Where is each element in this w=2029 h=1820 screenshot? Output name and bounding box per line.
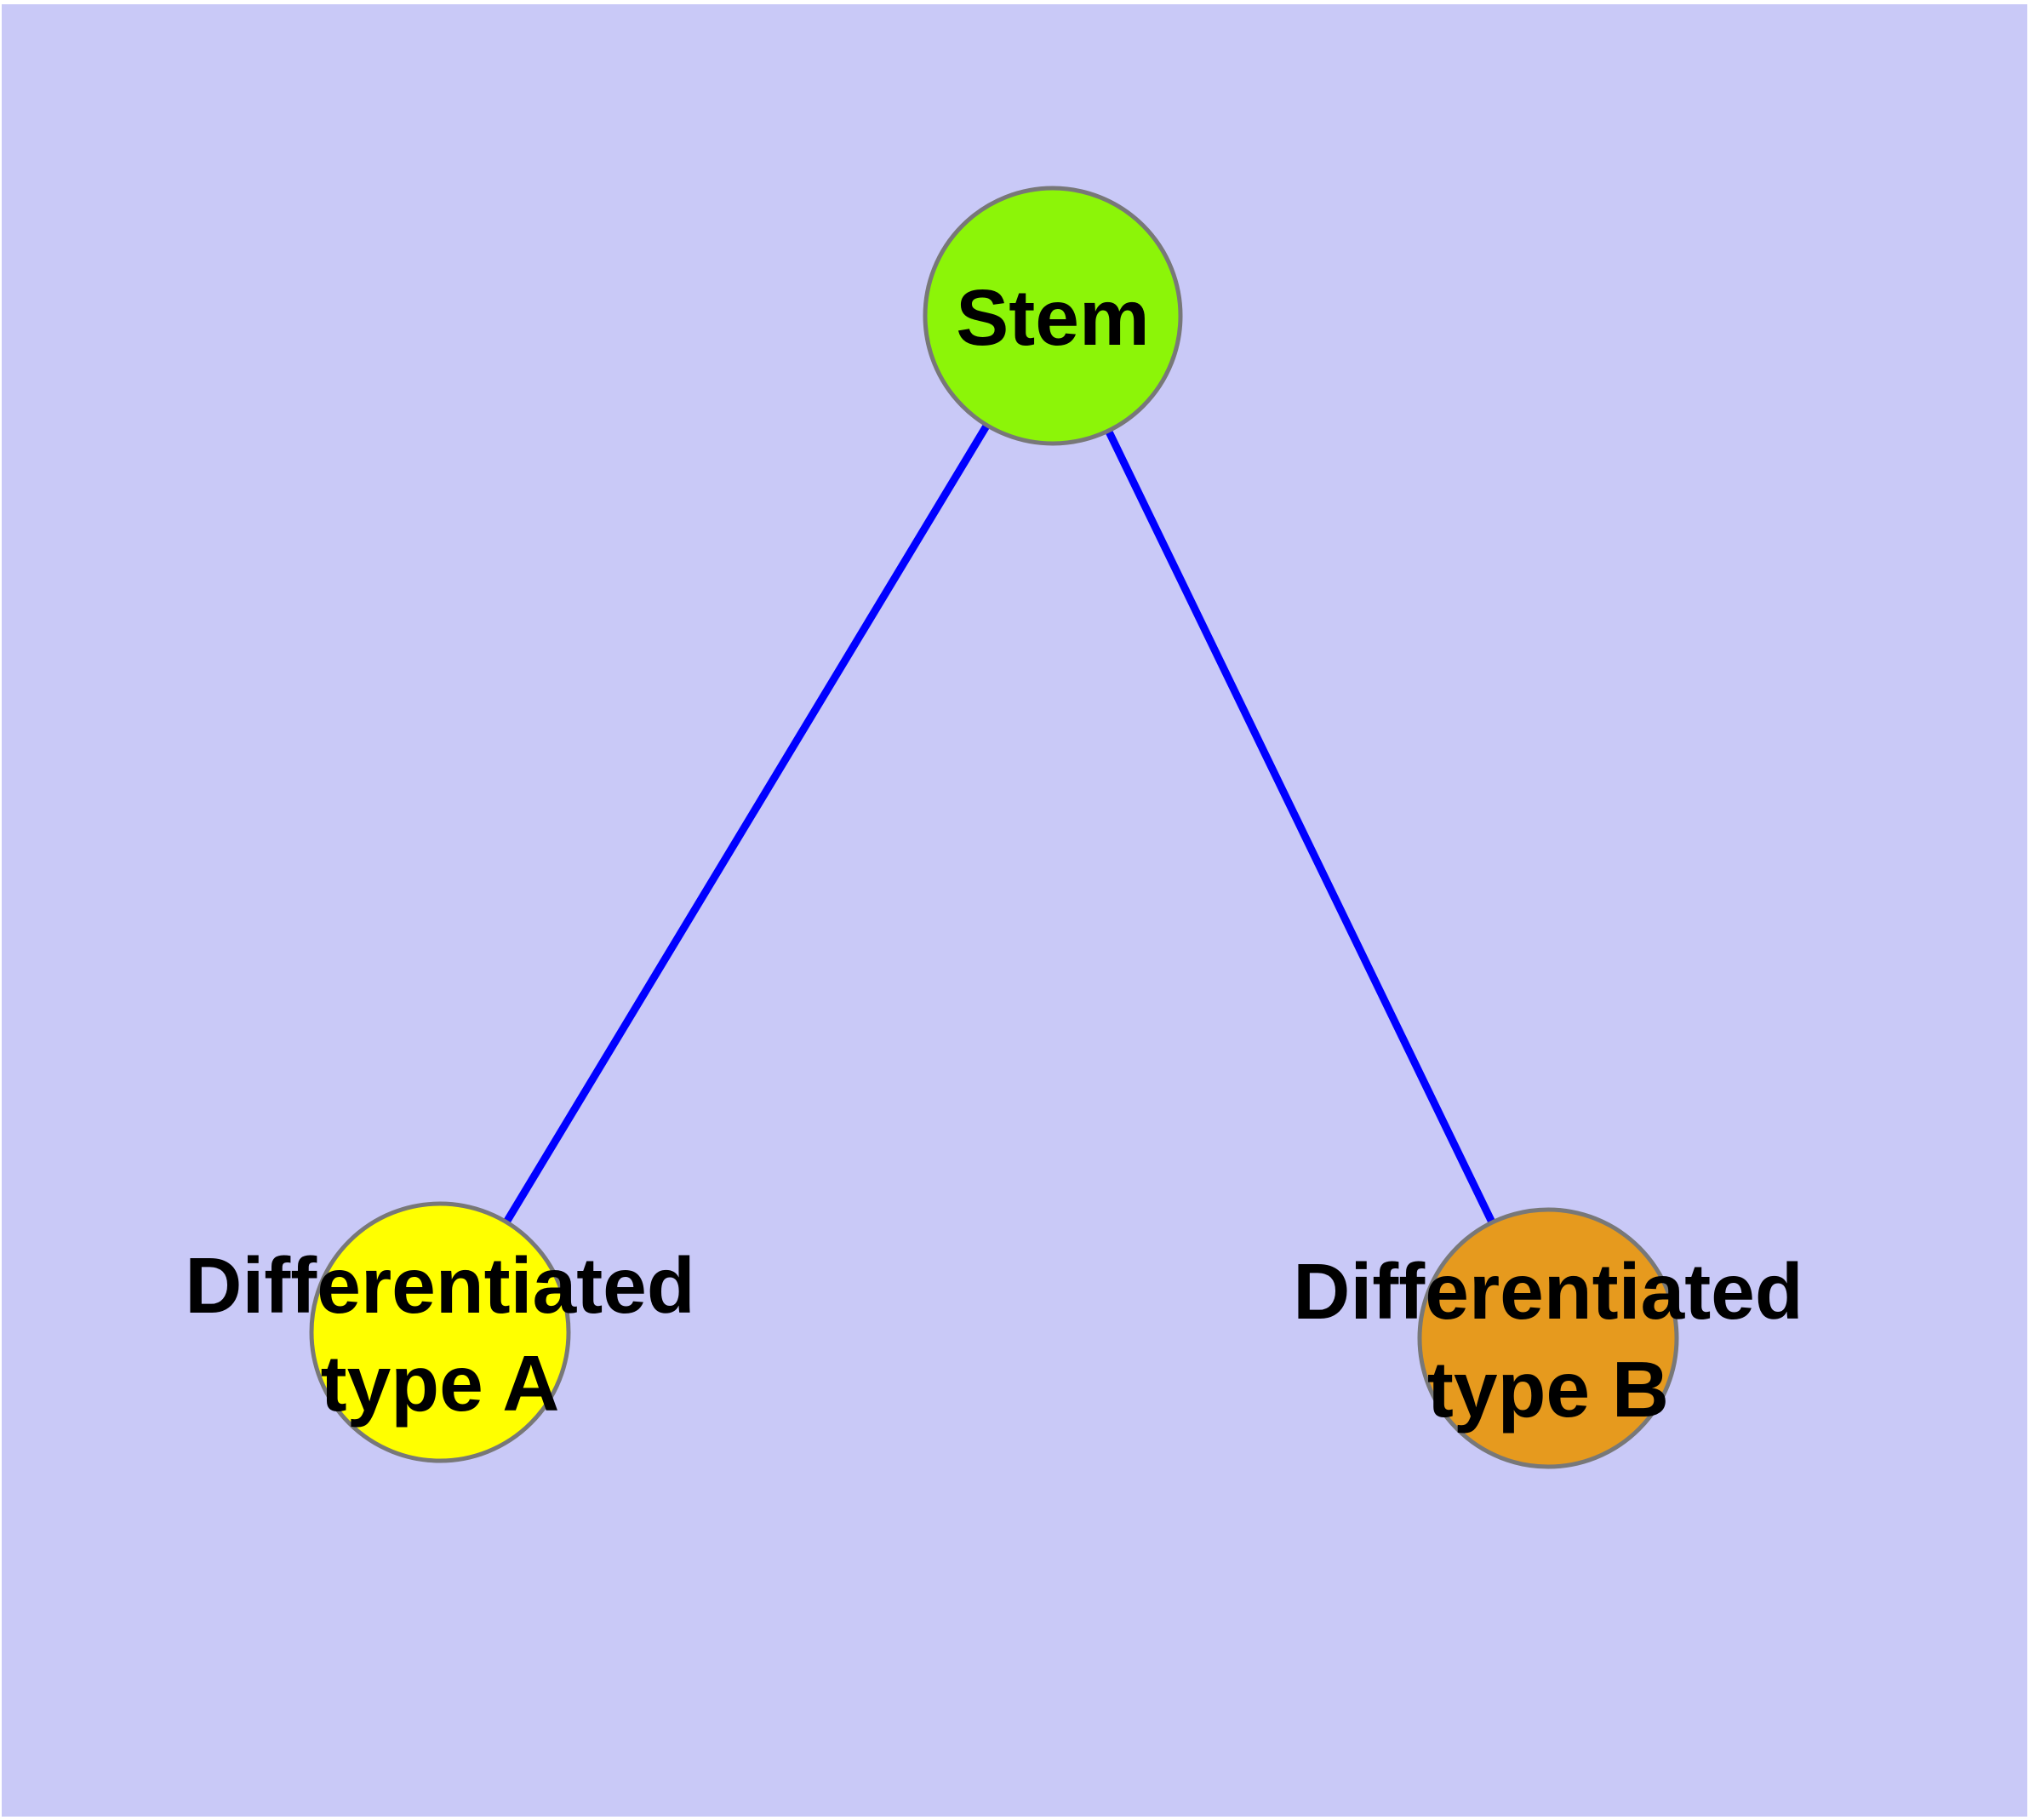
edge-stem-to-type-a	[437, 313, 1056, 1335]
node-stem-circle	[923, 186, 1183, 446]
node-stem-label: Stem	[956, 273, 1149, 362]
node-type-b-label-line1: Differentiated	[1293, 1247, 1803, 1336]
node-type-a-circle	[309, 1201, 571, 1463]
node-type-b-circle	[1417, 1207, 1679, 1469]
node-type-b-label-line2: type B	[1427, 1345, 1669, 1434]
edge-stem-to-type-b	[1049, 314, 1552, 1340]
node-type-a-label-line2: type A	[321, 1339, 560, 1428]
node-type-a-label-line1: Differentiated	[185, 1241, 694, 1330]
